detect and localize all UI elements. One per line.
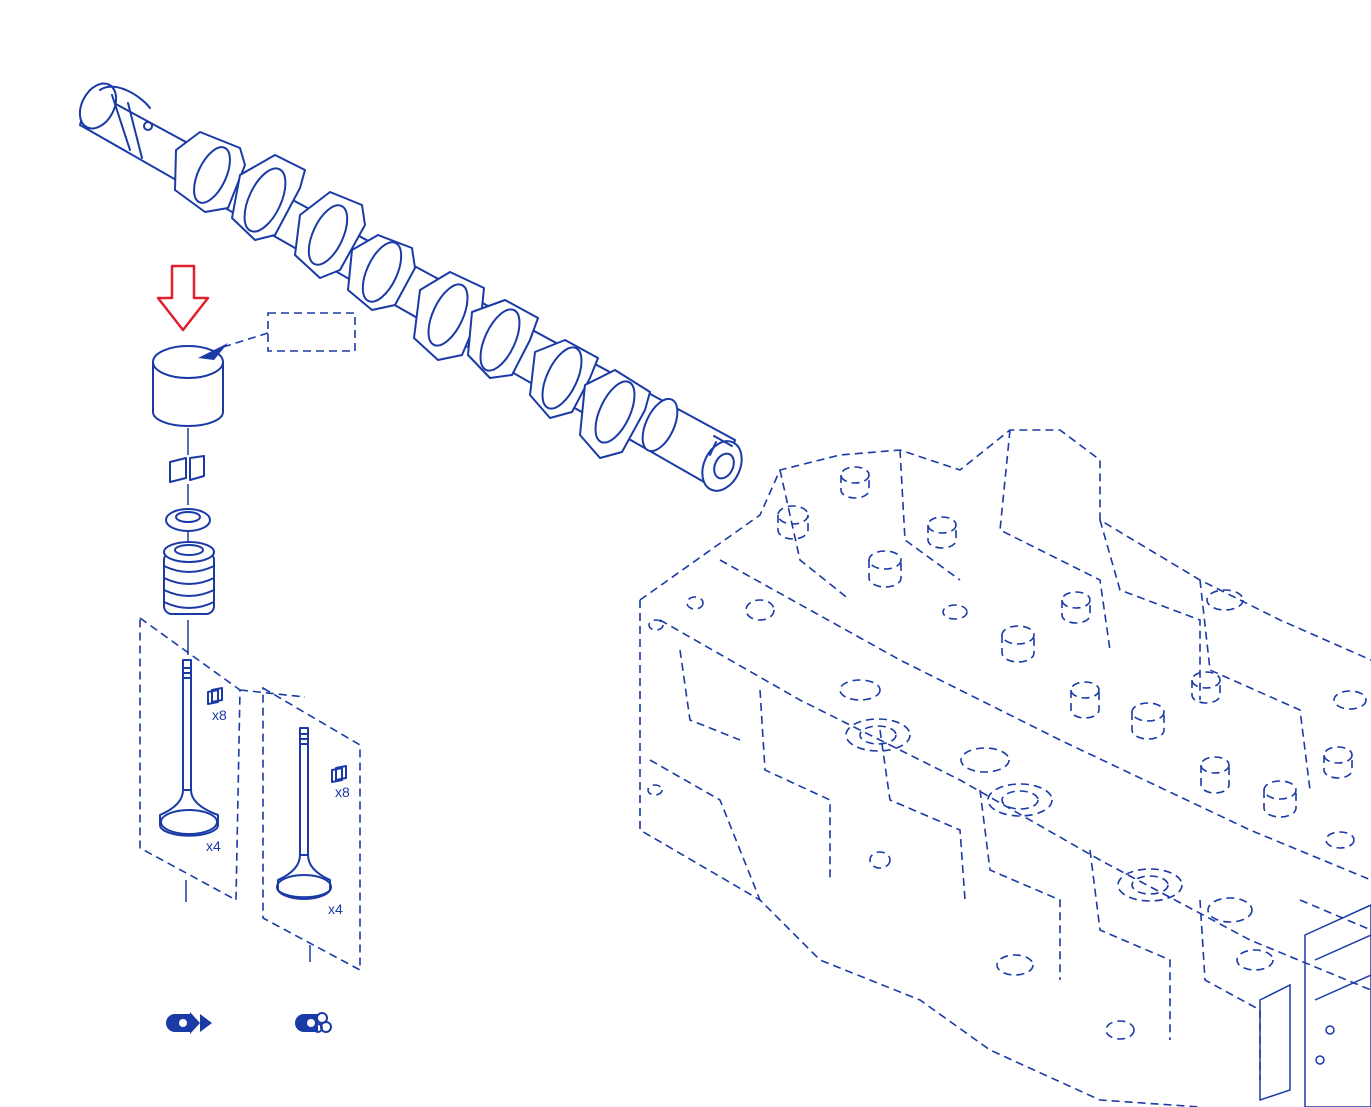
cam-lobe	[294, 191, 366, 279]
down-arrow-icon[interactable]	[156, 264, 210, 332]
spring-retainer[interactable]	[165, 508, 211, 532]
cam-lobe	[174, 131, 246, 213]
camshaft[interactable]	[73, 77, 750, 497]
cam-lobe	[467, 299, 539, 379]
exhaust-valve-quantity: x4	[328, 901, 343, 917]
cam-lobe	[347, 234, 416, 311]
exhaust-keeper-quantity: x8	[335, 784, 350, 800]
cam-lobe	[413, 271, 485, 361]
intake-valve-group[interactable]: x8 x4	[139, 616, 241, 902]
exhaust-valve-group[interactable]: x8 x4	[239, 686, 361, 972]
reference-callout-box	[267, 312, 356, 352]
cam-lobe	[579, 369, 651, 459]
cam-lobe	[529, 339, 599, 419]
cam-lobe	[231, 154, 306, 241]
intake-icon	[166, 1012, 212, 1034]
valve-spring[interactable]	[163, 541, 215, 615]
cylinder-head-phantom	[639, 429, 1371, 1107]
intake-valve-quantity: x4	[206, 838, 221, 854]
valve-keepers[interactable]	[169, 455, 205, 483]
valve-tappet[interactable]	[152, 343, 228, 427]
intake-keeper-quantity: x8	[212, 707, 227, 723]
exhaust-icon	[295, 1012, 332, 1033]
